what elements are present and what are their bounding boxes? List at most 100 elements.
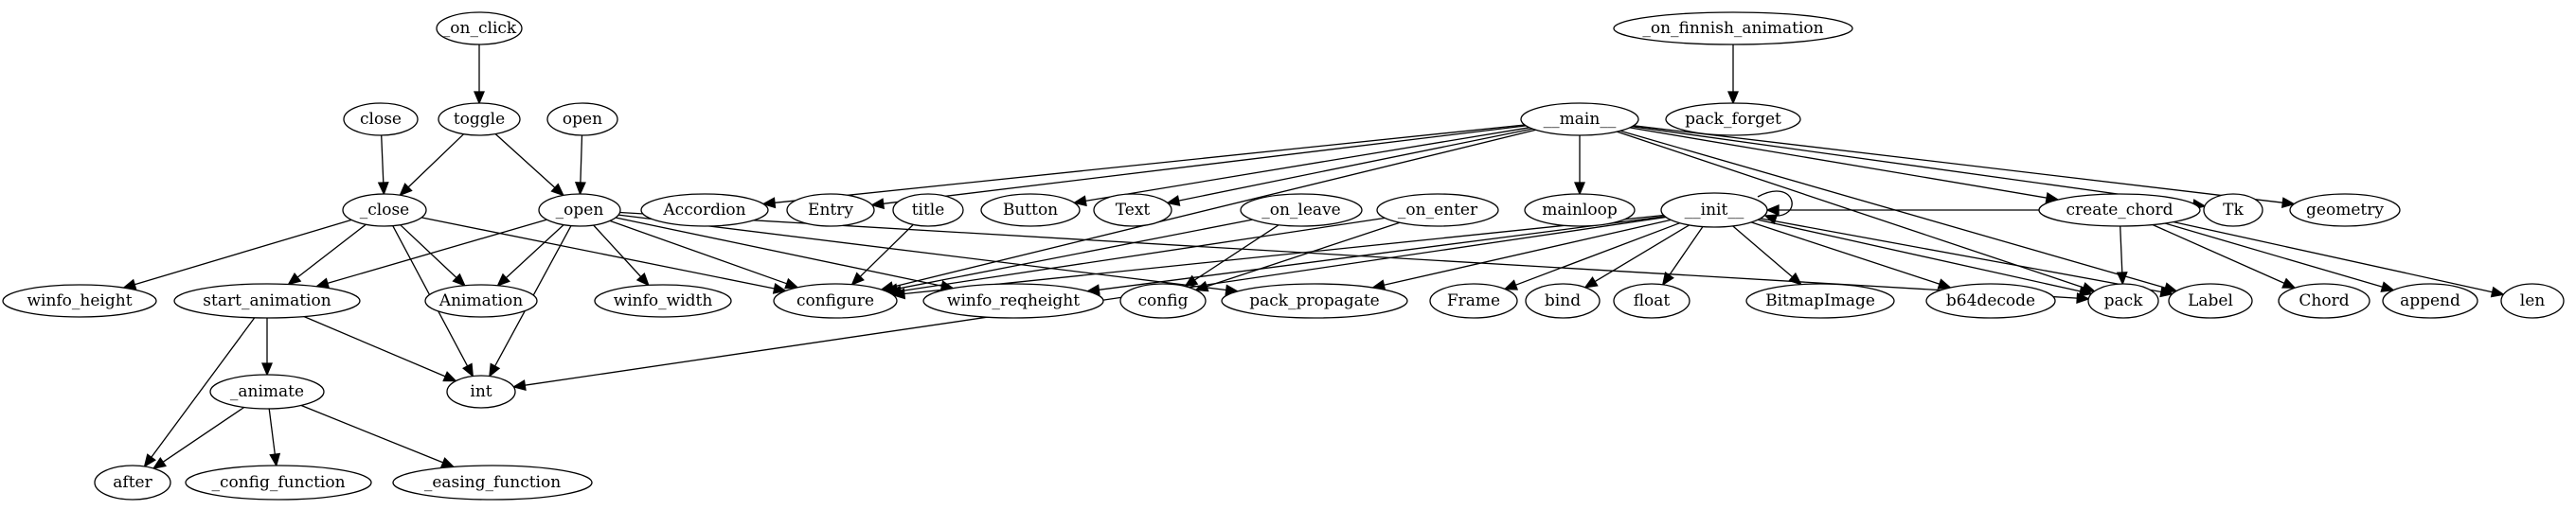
node-text: Text (1093, 193, 1172, 227)
node-accordion: Accordion (640, 193, 769, 227)
node-ellipse (446, 375, 516, 409)
node-label: mainloop (1542, 201, 1618, 220)
edge-line (327, 219, 547, 285)
node-label: pack (2104, 291, 2144, 310)
node-ellipse (922, 283, 1104, 319)
edge-line (268, 408, 276, 455)
edge-arrowhead (772, 283, 788, 294)
node-create-chord: create_chord (2038, 193, 2201, 227)
edge-arrowhead (496, 273, 510, 287)
node-toggle: toggle (438, 102, 521, 136)
edge-arrowhead (462, 362, 474, 378)
node-label: config (1138, 291, 1189, 310)
edge-arrowhead (891, 288, 906, 300)
edge-line (162, 406, 245, 463)
edge-line (1757, 190, 1793, 217)
node-label: Tk (2223, 201, 2244, 220)
edge-line (1629, 127, 2048, 199)
edge-line (1206, 221, 1401, 288)
node-label: configure (796, 291, 874, 310)
edge-arrowhead (574, 182, 586, 196)
node-float: float (1613, 283, 1690, 319)
node-label: __main__ (1544, 110, 1617, 129)
node-label: Label (2168, 283, 2253, 319)
node-label: int (470, 382, 492, 401)
edge-line (1732, 225, 1794, 278)
node-ellipse (1660, 192, 1768, 228)
node-geometry: geometry (2289, 193, 2401, 227)
edge-open-to-open (574, 134, 586, 196)
edge-line (896, 219, 1253, 290)
node-ellipse (594, 284, 732, 318)
node-ellipse (436, 11, 523, 45)
edge-init-to-configure (891, 214, 1664, 300)
edge-line (1633, 125, 2283, 203)
node-label: __init__ (1685, 201, 1744, 220)
node-ellipse (1376, 193, 1499, 227)
edge-arrowhead (1765, 204, 1780, 216)
node-label: bind (1545, 291, 1581, 310)
edge-open-to-configure (609, 220, 799, 290)
node-label: winfo_height (27, 291, 132, 310)
edge-line (593, 224, 642, 277)
edge-line (151, 317, 256, 458)
node-bitmapimage: BitmapImage (1745, 283, 1895, 319)
edge-animate-to-after (152, 406, 245, 469)
node-ellipse (424, 284, 538, 318)
edge-main-to-text (1166, 128, 1533, 206)
edge-start-animation-to-animate (261, 318, 273, 377)
edge-line (303, 315, 446, 378)
edge-line (1085, 127, 1530, 202)
node-ellipse (209, 374, 325, 410)
edge-line (615, 217, 942, 287)
node-ellipse (438, 102, 521, 136)
edge-line (617, 214, 1226, 291)
edge-arrowhead (2490, 286, 2506, 298)
node-ellipse (2289, 193, 2401, 227)
edge-title-to-configure (850, 223, 914, 286)
edge-main-to-mainloop (1574, 135, 1585, 196)
node-append: append (2382, 283, 2478, 319)
node-ellipse (2500, 283, 2565, 319)
edge-arrowhead (399, 183, 413, 197)
edge-init-to-pack (1757, 219, 2093, 297)
edge-create-chord-to-append (2164, 222, 2395, 292)
node-label: _on_leave (1261, 201, 1340, 220)
edge-close-to-animation (400, 224, 466, 287)
edge-line (1515, 222, 1680, 286)
edge-create-chord-to-len (2174, 220, 2506, 298)
node-label: Frame (1447, 291, 1500, 310)
node-label: winfo_reqheight (947, 291, 1080, 310)
node-label: Accordion (662, 201, 745, 220)
node-label: pack_propagate (1249, 291, 1380, 310)
edge-line (1178, 128, 1533, 202)
edge-arrowhead (1788, 272, 1803, 286)
edge-line (774, 124, 1526, 203)
node-animate: _animate (209, 374, 325, 410)
node-ellipse (392, 465, 593, 501)
node-ellipse (2168, 283, 2253, 319)
edge-arrowhead (1583, 276, 1599, 289)
edge-main-to-geometry (1633, 125, 2296, 209)
edge-arrowhead (2281, 277, 2297, 289)
edge-start-animation-to-int (303, 315, 457, 382)
edge-line (1619, 130, 2166, 289)
node-winfo-width: winfo_width (594, 284, 732, 318)
node-label: start_animation (203, 291, 331, 310)
edge-line (1194, 224, 1279, 281)
node-ellipse (343, 102, 419, 136)
node-on-click: _on_click (436, 11, 523, 45)
node-easing-function: _easing_function (392, 465, 593, 501)
edge-arrowhead (377, 182, 389, 196)
node-after: after (94, 465, 171, 501)
node-on-finnish-animation: _on_finnish_animation (1613, 11, 1853, 45)
node-animation: Animation (424, 284, 538, 318)
node-b64decode: b64decode (1925, 283, 2056, 319)
edge-open-to-winfo-width (593, 224, 650, 287)
edge-arrowhead (1937, 278, 1952, 290)
node-ellipse (2382, 283, 2478, 319)
node-ellipse (1524, 193, 1636, 227)
edge-on-leave-to-config (1183, 224, 1279, 288)
node-main: __main__ (1520, 102, 1639, 136)
node-config: config (1119, 283, 1207, 319)
